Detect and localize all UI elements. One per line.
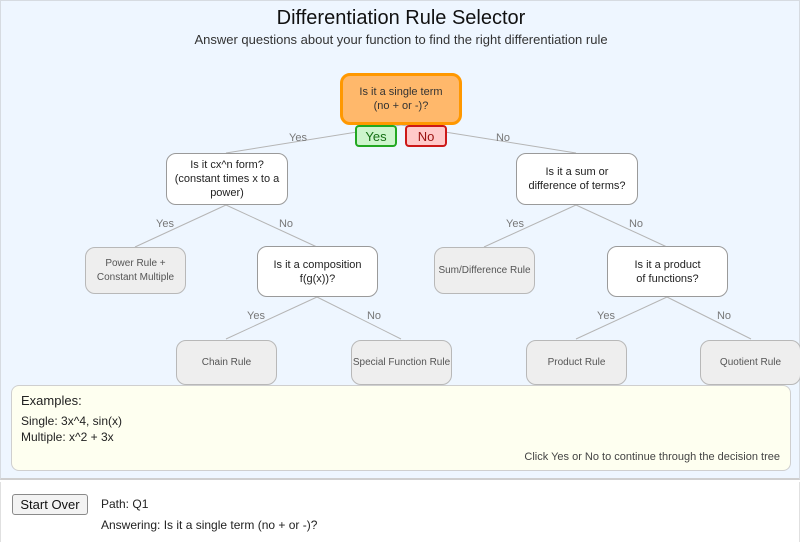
examples-title: Examples: <box>21 393 82 408</box>
example-multiple: Multiple: x^2 + 3x <box>21 430 114 444</box>
node-composition-question: Is it a composition f(g(x))? <box>257 246 378 297</box>
node-cxn-form-question: Is it cx^n form? (constant times x to a … <box>166 153 288 205</box>
path-status: Path: Q1 <box>101 497 149 511</box>
edge-label-yes: Yes <box>506 218 524 230</box>
node-sum-difference-question: Is it a sum or difference of terms? <box>516 153 638 205</box>
edge-label-yes: Yes <box>289 132 307 144</box>
page-subtitle: Answer questions about your function to … <box>194 32 608 47</box>
edge-label-no: No <box>278 218 294 230</box>
examples-panel: Examples: Single: 3x^4, sin(x) Multiple:… <box>11 385 791 471</box>
edge-label-no: No <box>366 310 382 322</box>
edge-label-yes: Yes <box>597 310 615 322</box>
status-footer: Start Over Path: Q1 Answering: Is it a s… <box>0 482 800 542</box>
edge-label-yes: Yes <box>156 218 174 230</box>
result-sum-difference-rule: Sum/Difference Rule <box>434 247 535 294</box>
page-title: Differentiation Rule Selector <box>276 7 526 29</box>
result-product-rule: Product Rule <box>526 340 627 385</box>
node-root-current-question: Is it a single term (no + or -)? <box>340 73 462 125</box>
edge-label-no: No <box>716 310 732 322</box>
result-special-function-rule: Special Function Rule <box>351 340 452 385</box>
edge-label-no: No <box>628 218 644 230</box>
result-quotient-rule: Quotient Rule <box>700 340 800 385</box>
edge-label-no: No <box>495 132 511 144</box>
no-button[interactable]: No <box>405 125 447 147</box>
answering-status: Answering: Is it a single term (no + or … <box>101 518 318 532</box>
yes-button[interactable]: Yes <box>355 125 397 147</box>
edge-label-yes: Yes <box>247 310 265 322</box>
node-product-question: Is it a product of functions? <box>607 246 728 297</box>
start-over-button[interactable]: Start Over <box>12 494 88 515</box>
instruction-hint: Click Yes or No to continue through the … <box>524 451 780 463</box>
example-single: Single: 3x^4, sin(x) <box>21 414 123 428</box>
decision-tree-canvas: Differentiation Rule Selector Answer que… <box>0 0 800 480</box>
result-chain-rule: Chain Rule <box>176 340 277 385</box>
result-power-rule: Power Rule + Constant Multiple <box>85 247 186 294</box>
